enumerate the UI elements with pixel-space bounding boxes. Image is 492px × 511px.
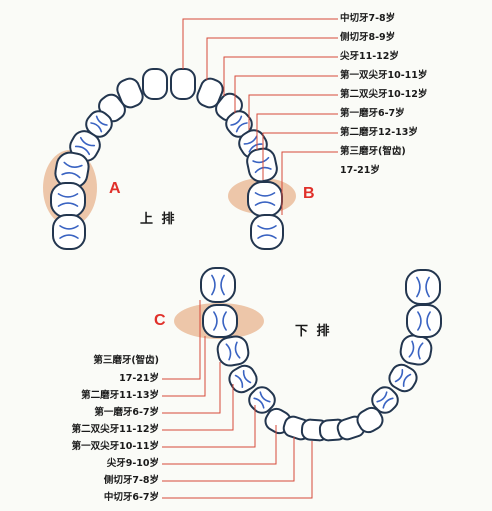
lower-label-first-premolar: 第一双尖牙10-11岁 [71,441,159,452]
zone-a-label: A [109,180,121,197]
lower-third-molar-left [200,267,236,303]
upper-leader-line-7 [281,151,338,215]
upper-second-premolar-left-roots [74,136,96,156]
lower-label-second-premolar: 第二双尖牙11-12岁 [71,424,159,435]
upper-third-molar-left [52,214,86,250]
lower-first-premolar-left [248,386,276,414]
lower-second-premolar-left [228,364,258,394]
upper-label-central-incisor: 中切牙7-8岁 [340,13,396,24]
zone-c-label: C [154,312,166,329]
lower-label-central-incisor: 中切牙6-7岁 [103,492,159,503]
upper-arch-title: 上 排 [140,212,177,227]
lower-second-premolar-left-roots [234,370,252,388]
upper-leader-line-3 [234,75,338,113]
zone-b-label: B [303,185,315,202]
upper-leader-line-6 [262,132,338,180]
upper-label-first-molar: 第一磨牙6-7岁 [340,108,405,119]
upper-leader-line-5 [256,113,338,150]
upper-second-molar-left-roots [57,193,79,207]
lower-second-premolar-right-roots [394,369,412,387]
lower-arch-title: 下 排 [295,324,332,339]
upper-lateral-incisor-right [196,77,224,109]
lower-first-premolar-right [371,386,399,414]
leader-lines-group [162,18,338,499]
lower-leader-line-6 [162,437,295,482]
lower-leader-line-1 [162,336,206,397]
upper-second-premolar-right-roots [243,135,263,153]
lower-label-first-molar: 第一磨牙6-7岁 [94,407,159,418]
upper-label-third-molar-age: 17-21岁 [340,165,380,176]
lower-second-molar-left [202,304,238,338]
upper-first-molar-right [246,147,278,183]
lower-second-molar-right-roots [417,311,431,331]
lower-leader-line-0 [162,300,201,380]
upper-leader-line-2 [223,56,338,96]
upper-third-molar-right [250,214,284,250]
lower-label-third-molar-age: 17-21岁 [119,373,159,384]
teeth-group [50,68,442,442]
upper-label-canine: 尖牙11-12岁 [340,51,399,62]
upper-label-third-molar: 第三磨牙(智齿) [340,146,406,157]
upper-second-molar-left [50,182,86,218]
lower-first-premolar-left-roots [253,391,271,409]
upper-label-lateral-incisor: 侧切牙8-9岁 [340,32,396,43]
upper-second-molar-right [247,181,283,217]
root-lines-group [57,115,431,409]
lower-first-molar-left [216,335,250,367]
upper-leader-line-4 [248,94,338,130]
lower-second-molar-right [406,304,442,338]
lower-label-canine: 尖牙9-10岁 [106,458,159,469]
lower-canine-right [356,406,384,434]
upper-lateral-incisor-left [116,77,144,109]
upper-third-molar-right-roots [257,225,277,239]
lower-second-molar-left-roots [213,311,227,331]
lower-third-molar-right-roots [416,276,430,298]
lower-leader-line-7 [162,441,313,499]
lower-first-molar-right [399,334,433,366]
upper-first-premolar-left-roots [90,115,108,133]
lower-leader-line-5 [162,425,277,465]
lower-label-second-molar: 第二磨牙11-13岁 [81,390,159,401]
lower-second-premolar-right [388,363,418,393]
upper-second-molar-right-roots [254,192,276,206]
lower-label-third-molar: 第三磨牙(智齿) [93,355,159,366]
lower-first-molar-left-roots [225,341,241,361]
upper-third-molar-left-roots [59,225,79,239]
lower-first-premolar-right-roots [376,391,394,409]
lower-third-molar-right [405,269,441,305]
lower-first-molar-right-roots [408,340,424,360]
lower-label-lateral-incisor: 侧切牙7-8岁 [103,475,159,486]
upper-central-incisor-left [142,68,168,100]
lower-leader-line-2 [162,362,221,414]
upper-first-molar-left-roots [61,161,83,179]
upper-first-premolar-right-roots [230,115,248,133]
lower-leader-line-3 [162,384,234,431]
upper-leader-line-0 [182,18,338,69]
upper-label-first-premolar: 第一双尖牙10-11岁 [340,70,428,81]
lower-third-molar-left-roots [211,274,225,296]
upper-leader-line-1 [206,37,338,80]
upper-label-second-molar: 第二磨牙12-13岁 [340,127,418,138]
lower-leader-line-4 [162,405,256,448]
upper-central-incisor-right [170,68,196,100]
upper-label-second-premolar: 第二双尖牙10-12岁 [340,89,428,100]
